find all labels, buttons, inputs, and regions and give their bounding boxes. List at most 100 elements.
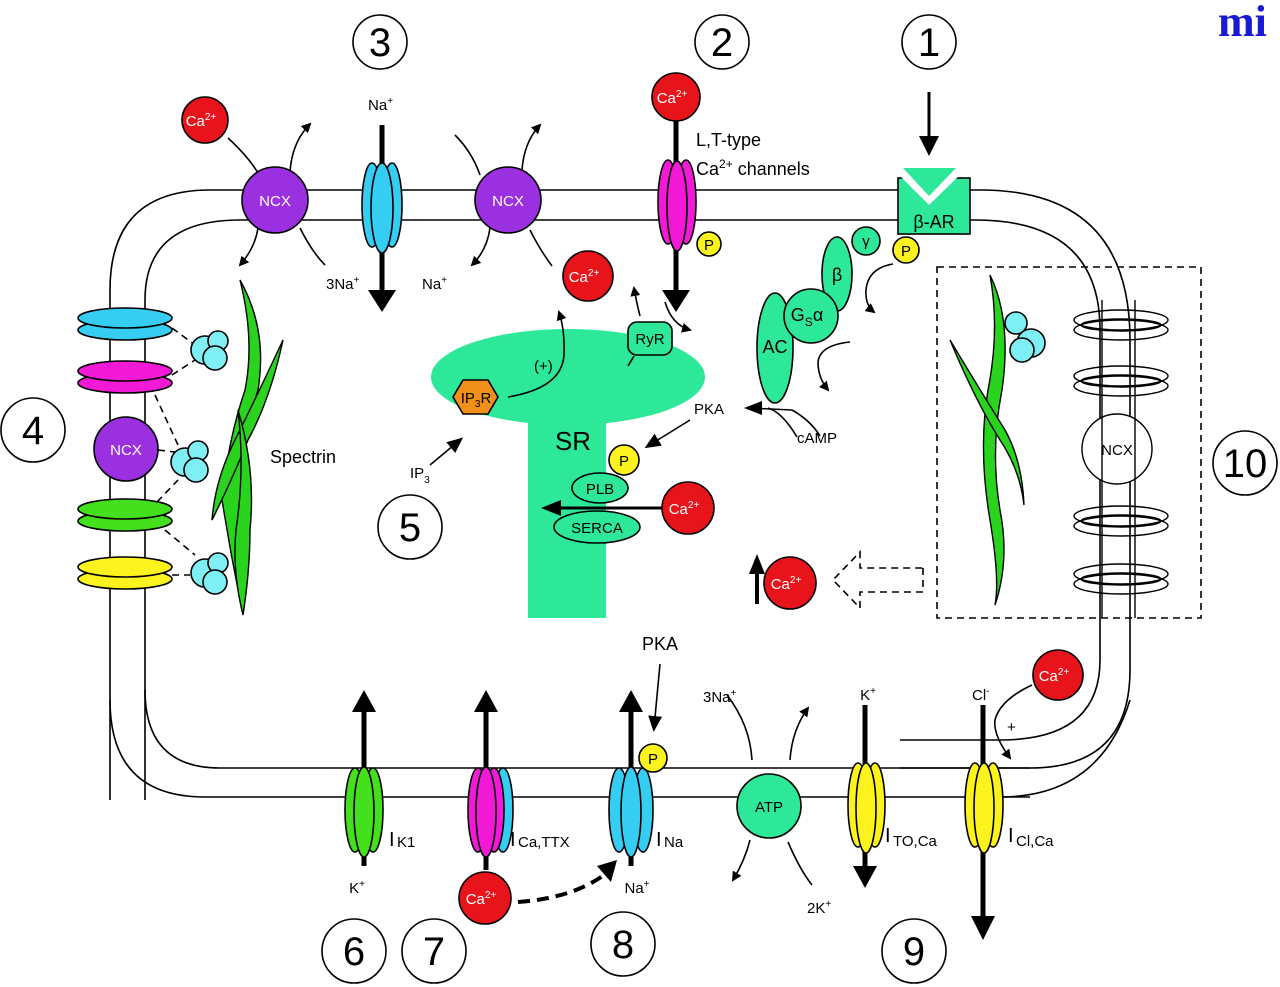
ito-ca-channel: K+ I TO,Ca bbox=[847, 686, 938, 888]
svg-text:+: + bbox=[1007, 719, 1016, 736]
arrowhead bbox=[744, 401, 762, 415]
svg-text:K1: K1 bbox=[397, 834, 415, 851]
svg-text:Ca2+: Ca2+ bbox=[657, 89, 688, 107]
svg-text:6: 6 bbox=[343, 930, 365, 974]
spectrin-filament-right bbox=[949, 274, 1025, 606]
ncx-exchanger-top-right: NCX bbox=[454, 123, 553, 267]
svg-text:NCX: NCX bbox=[259, 193, 291, 210]
ip3-receptor: IP3R (+) bbox=[452, 310, 567, 415]
svg-text:K+: K+ bbox=[860, 686, 876, 704]
svg-text:7: 7 bbox=[423, 930, 445, 974]
spectrin-filament bbox=[211, 279, 284, 616]
svg-text:Ca2+: Ca2+ bbox=[466, 890, 497, 908]
calcium-ion-bottom: Ca2+ bbox=[458, 871, 512, 925]
region-10-box: NCX bbox=[936, 266, 1202, 619]
label-pka-bottom: PKA bbox=[642, 634, 678, 654]
ncx-exchanger-top-left: NCX bbox=[227, 122, 326, 267]
label-lt-type: L,T-type bbox=[696, 130, 761, 150]
marker-6: 6 bbox=[321, 918, 387, 984]
svg-text:4: 4 bbox=[22, 409, 44, 453]
svg-text:SERCA: SERCA bbox=[571, 520, 623, 537]
svg-text:NCX: NCX bbox=[110, 442, 142, 459]
svg-text:2: 2 bbox=[711, 21, 733, 65]
label-na-out: Na+ bbox=[368, 96, 393, 114]
label-ip3: IP3 bbox=[410, 465, 430, 486]
g-protein-complex: AC β γ GSα bbox=[747, 226, 894, 437]
svg-text:γ: γ bbox=[862, 233, 870, 250]
sodium-channel-top bbox=[361, 125, 403, 312]
step-markers: 3 2 1 4 5 6 7 8 9 10 bbox=[0, 14, 1278, 984]
svg-text:Ca2+: Ca2+ bbox=[186, 112, 217, 130]
svg-text:P: P bbox=[648, 751, 658, 768]
svg-text:I: I bbox=[656, 829, 662, 851]
marker-4: 4 bbox=[0, 397, 66, 463]
label-3na-in: 3Na+ bbox=[326, 275, 360, 293]
cell-membrane bbox=[109, 189, 1131, 800]
svg-text:(+): (+) bbox=[534, 358, 553, 375]
svg-text:NCX: NCX bbox=[492, 193, 524, 210]
left-membrane-complex: NCX bbox=[77, 279, 284, 616]
marker-9: 9 bbox=[881, 918, 947, 984]
svg-text:I: I bbox=[389, 829, 395, 851]
ryanodine-receptor: RyR bbox=[627, 286, 692, 367]
ca-to-na-dashed-arrow bbox=[517, 870, 610, 904]
marker-7: 7 bbox=[401, 918, 467, 984]
camp-to-pka-arrow bbox=[767, 407, 798, 438]
label-3na-atpase: 3Na+ bbox=[703, 688, 737, 706]
icl-ca-channel: Cl- I Cl,Ca bbox=[964, 686, 1054, 940]
marker-1: 1 bbox=[901, 14, 957, 70]
svg-text:IP3R: IP3R bbox=[461, 390, 492, 410]
ncx-ghost-label: NCX bbox=[1101, 442, 1133, 459]
svg-text:I: I bbox=[885, 825, 891, 847]
ik1-channel: K+ I K1 bbox=[344, 690, 415, 897]
svg-text:I: I bbox=[1008, 825, 1014, 847]
marker-10: 10 bbox=[1212, 430, 1278, 496]
svg-text:Cl,Ca: Cl,Ca bbox=[1016, 833, 1054, 850]
ip3-arrow bbox=[429, 437, 464, 466]
svg-text:Ca2+: Ca2+ bbox=[669, 500, 700, 518]
label-ca-channels: Ca2+ channels bbox=[696, 157, 810, 179]
pka-to-plb-arrow bbox=[644, 419, 691, 449]
sarcoplasmic-reticulum: SR bbox=[431, 329, 705, 618]
svg-text:1: 1 bbox=[918, 21, 940, 65]
ankyrin-right bbox=[1004, 311, 1046, 363]
label-pka-sr: PKA bbox=[694, 401, 724, 418]
svg-text:10: 10 bbox=[1223, 442, 1268, 486]
na-k-atpase: ATP bbox=[726, 694, 813, 886]
label-spectrin: Spectrin bbox=[270, 447, 336, 467]
svg-text:β-AR: β-AR bbox=[913, 212, 954, 232]
svg-text:8: 8 bbox=[612, 923, 634, 967]
svg-text:Cl-: Cl- bbox=[972, 686, 990, 704]
ica-ttx-channel: I Ca,TTX bbox=[467, 690, 570, 870]
arrowhead bbox=[597, 860, 617, 882]
svg-text:Ca,TTX: Ca,TTX bbox=[518, 834, 570, 851]
svg-text:RyR: RyR bbox=[635, 331, 664, 348]
svg-text:ATP: ATP bbox=[755, 799, 783, 816]
marker-8: 8 bbox=[590, 911, 656, 977]
svg-text:9: 9 bbox=[903, 930, 925, 974]
ina-channel: P Na+ I Na bbox=[608, 690, 684, 897]
marker-2: 2 bbox=[694, 14, 750, 70]
svg-text:K+: K+ bbox=[349, 879, 365, 897]
calcium-increase-indicator: Ca2+ bbox=[749, 550, 924, 610]
label-camp: cAMP bbox=[797, 430, 837, 447]
pka-to-na-arrow bbox=[648, 663, 663, 732]
marker-3: 3 bbox=[352, 14, 408, 70]
label-na-in: Na+ bbox=[422, 275, 447, 293]
lt-type-calcium-channel: P bbox=[657, 120, 722, 312]
calcium-ion-serca: Ca2+ bbox=[661, 481, 715, 535]
calcium-ion-icl-regulator: Ca2+ + bbox=[993, 649, 1084, 760]
label-2k-atpase: 2K+ bbox=[807, 899, 831, 917]
svg-text:PLB: PLB bbox=[586, 481, 614, 498]
svg-text:TO,Ca: TO,Ca bbox=[893, 833, 938, 850]
calcium-ion-top-left: Ca2+ bbox=[181, 96, 229, 144]
publisher-logo: mi bbox=[1218, 0, 1267, 46]
svg-text:Ca2+: Ca2+ bbox=[569, 268, 600, 286]
ncx-left: NCX bbox=[93, 416, 159, 482]
svg-text:GSα: GSα bbox=[791, 305, 823, 329]
svg-text:Ca2+: Ca2+ bbox=[771, 575, 802, 593]
serca-plb-pump: P PLB SERCA bbox=[541, 444, 664, 544]
svg-text:P: P bbox=[704, 237, 714, 254]
svg-text:Ca2+: Ca2+ bbox=[1039, 667, 1070, 685]
